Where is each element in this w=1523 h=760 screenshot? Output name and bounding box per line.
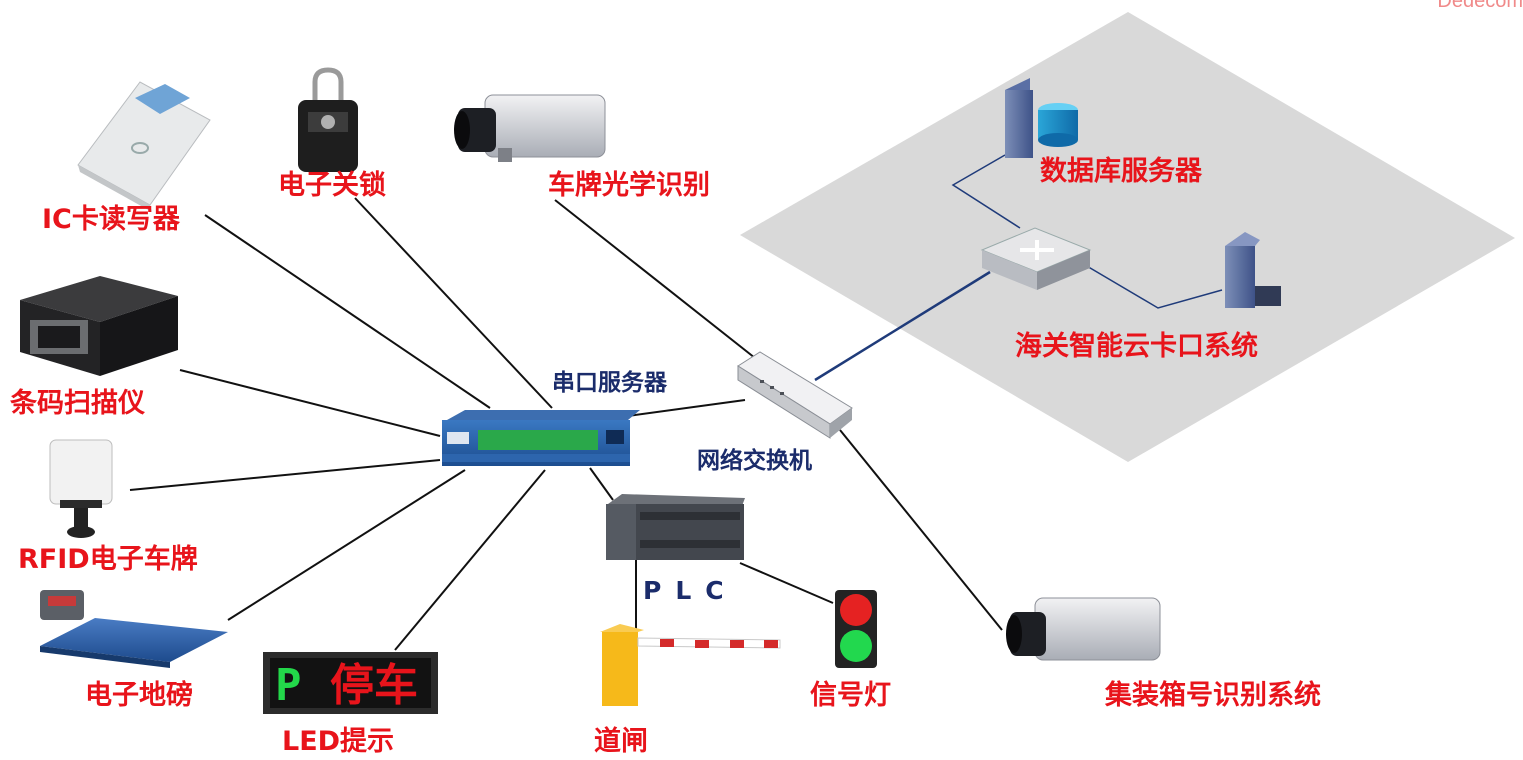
label-weighbridge: 电子地磅 <box>85 680 193 711</box>
traffic-light-icon <box>835 590 877 668</box>
led-sign-text: 停车 <box>330 660 418 711</box>
connection-lines <box>129 197 1003 651</box>
link-weighbridge <box>227 469 466 621</box>
serial-server-icon <box>442 410 640 466</box>
rfid-reader-icon <box>49 439 113 538</box>
cloud-links <box>814 154 1223 382</box>
cloud-zone-background <box>740 12 1515 462</box>
camera-icon <box>1006 597 1161 661</box>
led-sign-p: P <box>275 660 302 711</box>
link-barcode <box>179 369 441 437</box>
computer-icon <box>1225 232 1281 308</box>
label-led: LED提示 <box>282 726 395 757</box>
label-signal: 信号灯 <box>810 680 891 711</box>
scanner-icon <box>20 276 178 376</box>
label-serial-server: 串口服务器 <box>552 370 667 396</box>
link-ic-reader <box>204 214 491 409</box>
link-plate-camera <box>554 199 756 359</box>
corner-text: Dedecom <box>1437 0 1523 12</box>
link-db-router <box>951 154 1021 229</box>
signal-red-lamp <box>840 594 872 626</box>
label-e-lock: 电子关锁 <box>278 170 386 201</box>
scale-icon <box>40 590 228 668</box>
label-customs-cloud: 海关智能云卡口系统 <box>1015 331 1258 362</box>
card-reader-icon <box>77 81 211 212</box>
link-rfid <box>129 459 441 491</box>
database-server-icon <box>1005 78 1078 158</box>
padlock-icon <box>298 67 358 172</box>
link-e-lock <box>354 197 553 409</box>
label-barcode-scanner: 条码扫描仪 <box>10 388 145 419</box>
label-barrier: 道闸 <box>594 726 648 757</box>
router-icon <box>980 227 1092 290</box>
switch-icon <box>737 351 853 439</box>
camera-icon <box>454 94 606 162</box>
link-plc <box>589 467 614 501</box>
link-signal <box>739 562 834 604</box>
barrier-icon <box>600 624 781 706</box>
link-router-pc <box>1079 261 1223 309</box>
label-ic-reader: IC卡读写器 <box>42 204 180 235</box>
led-display-icon: P 停车 <box>263 652 438 714</box>
link-led <box>394 469 546 651</box>
label-plc: PLC <box>643 576 738 605</box>
link-switch-router <box>814 270 991 382</box>
barrier-arm <box>637 637 781 649</box>
signal-green-lamp <box>840 630 872 662</box>
label-plate-ocr: 车牌光学识别 <box>548 170 710 201</box>
label-rfid: RFID电子车牌 <box>18 544 198 575</box>
label-db-server: 数据库服务器 <box>1040 156 1202 187</box>
link-serial-switch <box>627 399 746 417</box>
label-network-switch: 网络交换机 <box>697 448 812 474</box>
label-container-ocr: 集装箱号识别系统 <box>1105 680 1321 711</box>
plc-icon <box>606 494 745 560</box>
link-container-camera <box>839 429 1003 631</box>
